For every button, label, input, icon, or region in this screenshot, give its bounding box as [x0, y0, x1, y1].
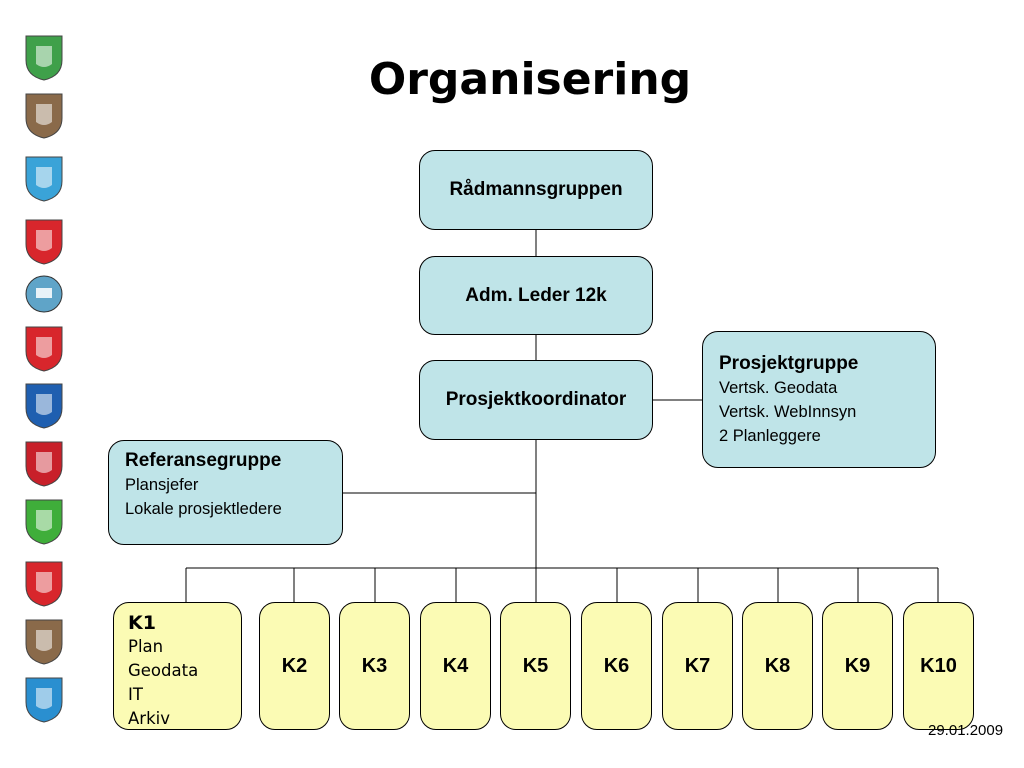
box-k7: K7	[662, 602, 733, 730]
slide-date: 29.01.2009	[928, 722, 1004, 739]
box-radmannsgruppen: Rådmannsgruppen	[419, 150, 653, 230]
box-k6-label: K6	[603, 654, 630, 677]
box-k9: K9	[822, 602, 893, 730]
crest-red-hearts-icon	[24, 325, 64, 373]
crest-brown-town-icon	[24, 618, 64, 666]
crest-blue-round-icon	[24, 270, 64, 318]
box-k3-label: K3	[361, 654, 388, 677]
crest-green-cross-icon	[24, 34, 64, 82]
box-k8: K8	[742, 602, 813, 730]
crest-red-stripes-icon	[24, 218, 64, 266]
k1-line: Geodata	[128, 661, 199, 680]
box-adm-leder: Adm. Leder 12k	[419, 256, 653, 335]
box-k10: K10	[903, 602, 974, 730]
box-referansegruppe: Referansegruppe Plansjefer Lokale prosje…	[108, 440, 343, 545]
box-k7-label: K7	[684, 654, 711, 677]
prosjektgruppe-line: 2 Planleggere	[719, 427, 821, 445]
box-k6: K6	[581, 602, 652, 730]
crest-blue-ship-icon	[24, 676, 64, 724]
box-k2-label: K2	[281, 654, 308, 677]
box-radmannsgruppen-label: Rådmannsgruppen	[449, 179, 623, 200]
k1-heading: K1	[128, 612, 156, 634]
box-k5: K5	[500, 602, 571, 730]
prosjektgruppe-line: Vertsk. Geodata	[719, 379, 838, 397]
k1-line: IT	[128, 685, 143, 704]
referansegruppe-line: Plansjefer	[125, 476, 199, 494]
crest-red-eagle-icon	[24, 440, 64, 488]
crest-green-triangles-icon	[24, 498, 64, 546]
crest-blue-trident-icon	[24, 382, 64, 430]
box-k1: K1 Plan Geodata IT Arkiv	[113, 602, 242, 730]
crest-red-sun-icon	[24, 560, 64, 608]
box-k8-label: K8	[764, 654, 791, 677]
box-prosjektkoordinator: Prosjektkoordinator	[419, 360, 653, 440]
referansegruppe-line: Lokale prosjektledere	[125, 500, 282, 518]
box-adm-leder-label: Adm. Leder 12k	[465, 284, 607, 306]
box-prosjektgruppe: Prosjektgruppe Vertsk. Geodata Vertsk. W…	[702, 331, 936, 468]
box-k4: K4	[420, 602, 491, 730]
page-title: Organisering	[368, 54, 692, 105]
box-k9-label: K9	[844, 654, 871, 677]
prosjektgruppe-heading: Prosjektgruppe	[719, 353, 859, 374]
prosjektgruppe-line: Vertsk. WebInnsyn	[719, 403, 857, 421]
box-k10-label: K10	[920, 654, 957, 677]
box-k5-label: K5	[522, 654, 549, 677]
crest-brown-castle-icon	[24, 92, 64, 140]
referansegruppe-heading: Referansegruppe	[125, 450, 282, 471]
box-k4-label: K4	[442, 654, 469, 677]
box-k3: K3	[339, 602, 410, 730]
box-k2: K2	[259, 602, 330, 730]
k1-line: Arkiv	[128, 709, 170, 728]
box-prosjektkoordinator-label: Prosjektkoordinator	[445, 389, 627, 410]
k1-line: Plan	[128, 637, 164, 656]
crest-blue-anchor-icon	[24, 155, 64, 203]
